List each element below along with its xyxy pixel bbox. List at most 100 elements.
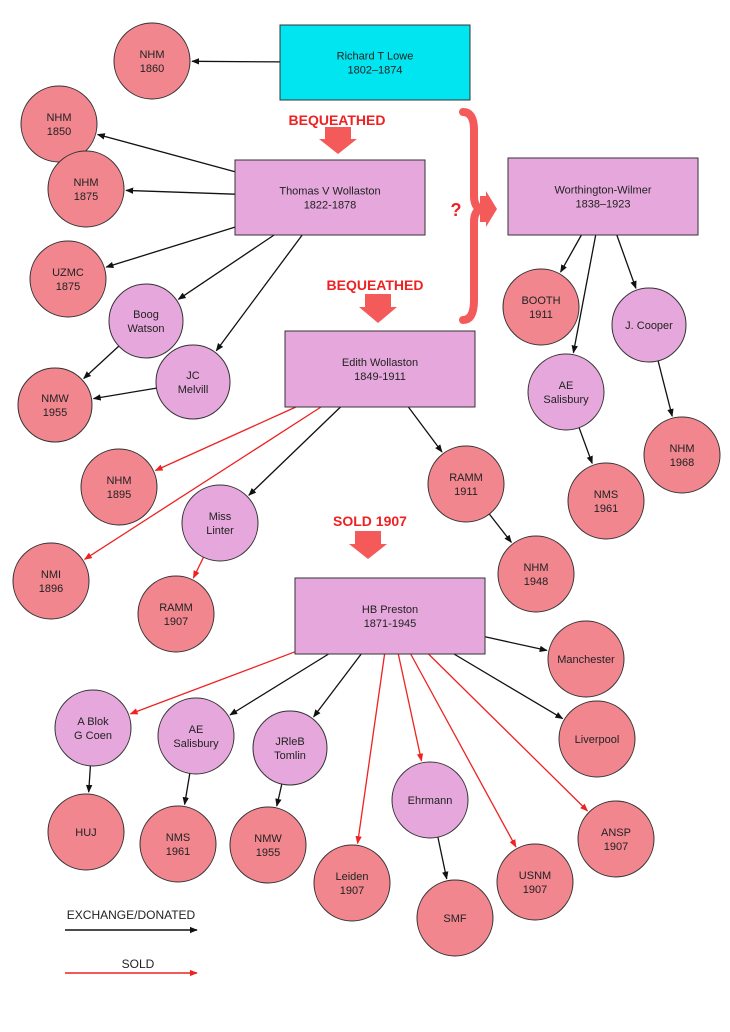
- edge-preston-to-jrlebtomlin: [313, 653, 362, 718]
- uncertain-transfer-arrow: [480, 191, 497, 227]
- node-shape-usnm1907: [496, 843, 574, 921]
- node-label-edith-1: 1849-1911: [354, 371, 406, 383]
- node-label-booth1911-1: 1911: [529, 309, 553, 321]
- node-label-nhm1895-0: NHM: [106, 475, 131, 487]
- node-shape-misslinter: [181, 484, 259, 562]
- edge-wollaston-to-uzmc1875: [105, 226, 236, 269]
- node-label-aesalisbury1-0: AE: [559, 380, 574, 392]
- node-label-booth1911-0: BOOTH: [521, 295, 560, 307]
- node-shape-ansp1907: [577, 800, 655, 878]
- legend-exchange-label: EXCHANGE/DONATED: [67, 908, 196, 922]
- edge-aesalisbury1-to-nms1961a: [578, 427, 593, 465]
- edge-edith-to-nhm1895: [154, 406, 297, 472]
- edge-edith-to-ramm1911: [407, 406, 443, 453]
- node-label-nhm1860-1: 1860: [140, 63, 164, 75]
- node-shape-huj: [47, 793, 125, 871]
- node-shape-jrlebtomlin: [252, 710, 328, 786]
- node-shape-leiden1907: [313, 844, 391, 922]
- node-shape-nmw1955a: [17, 367, 93, 443]
- edge-preston-to-ablok: [129, 651, 296, 715]
- edge-preston-to-usnm1907: [410, 653, 517, 848]
- node-booth1911: BOOTH 1911: [502, 268, 580, 346]
- node-shape-nhm1875: [47, 150, 125, 228]
- node-label-nmw1955a-0: NMW: [41, 393, 69, 405]
- node-label-jrlebtomlin-1: Tomlin: [274, 750, 306, 762]
- node-label-nms1961a-1: 1961: [594, 503, 618, 515]
- node-shape-ablok: [54, 689, 132, 767]
- edge-edith-to-nmi1896: [83, 406, 322, 560]
- node-label-wilmer-1: 1838–1923: [575, 199, 630, 211]
- transfer-arrows: [319, 108, 497, 559]
- node-shape-smf: [416, 879, 494, 957]
- node-manchester: Manchester: [547, 620, 625, 698]
- node-label-nhm1948-0: NHM: [523, 562, 548, 574]
- node-shape-wollaston: [234, 159, 426, 236]
- bequeathed-arrow-2: [359, 294, 397, 323]
- node-label-nhm1875-0: NHM: [73, 177, 98, 189]
- node-smf: SMF: [416, 879, 494, 957]
- node-label-nmw1955b-0: NMW: [254, 833, 282, 845]
- node-label-ablok-1: G Coen: [74, 730, 112, 742]
- bequeathed-arrow-1: [319, 127, 357, 154]
- node-shape-boogwatson: [108, 283, 184, 359]
- edge-misslinter-to-ramm1907: [192, 556, 205, 579]
- node-shape-jcooper: [611, 287, 687, 363]
- edge-preston-to-leiden1907: [355, 653, 386, 845]
- edge-jcooper-to-nhm1968: [657, 360, 674, 417]
- node-label-nmw1955b-1: 1955: [256, 847, 280, 859]
- node-label-liverpool-0: Liverpool: [575, 734, 620, 746]
- edge-ehrmann-to-smf: [437, 837, 449, 880]
- node-label-ramm1911-0: RAMM: [449, 472, 483, 484]
- node-ehrmann: Ehrmann: [391, 761, 469, 839]
- edge-preston-to-ehrmann: [397, 653, 424, 762]
- edge-preston-to-aesalisbury2: [229, 653, 329, 716]
- node-huj: HUJ: [47, 793, 125, 871]
- node-shape-nhm1968: [643, 416, 721, 494]
- edges-layer: [83, 58, 674, 880]
- node-shape-ehrmann: [391, 761, 469, 839]
- node-label-nms1961b-1: 1961: [166, 846, 190, 858]
- node-label-nmi1896-1: 1896: [39, 583, 63, 595]
- node-label-preston-1: 1871-1945: [364, 618, 417, 630]
- node-label-huj-0: HUJ: [75, 827, 96, 839]
- node-label-nmi1896-0: NMI: [41, 569, 61, 581]
- node-label-ansp1907-0: ANSP: [601, 827, 631, 839]
- sold-1907-arrow: [349, 531, 387, 559]
- node-usnm1907: USNM 1907: [496, 843, 574, 921]
- node-label-usnm1907-1: 1907: [523, 884, 547, 896]
- edge-boogwatson-to-nmw1955a: [83, 345, 120, 380]
- edge-preston-to-ansp1907: [428, 653, 589, 812]
- edge-aesalisbury2-to-nms1961b: [182, 773, 191, 806]
- node-shape-nmw1955b: [229, 806, 307, 884]
- node-label-ramm1907-1: 1907: [164, 616, 188, 628]
- question-mark-label: ?: [451, 200, 462, 220]
- node-shape-manchester: [547, 620, 625, 698]
- node-label-uzmc1875-1: 1875: [56, 281, 80, 293]
- node-label-usnm1907-0: USNM: [519, 870, 551, 882]
- edge-wollaston-to-jcmelvill: [215, 234, 303, 352]
- sold-1907-label: SOLD 1907: [333, 513, 407, 529]
- edge-wilmer-to-booth1911: [560, 234, 582, 273]
- node-label-misslinter-0: Miss: [209, 511, 232, 523]
- node-label-smf-0: SMF: [443, 913, 467, 925]
- node-nmi1896: NMI 1896: [12, 542, 90, 620]
- edge-preston-to-manchester: [484, 636, 548, 652]
- edge-edith-to-misslinter: [248, 406, 341, 496]
